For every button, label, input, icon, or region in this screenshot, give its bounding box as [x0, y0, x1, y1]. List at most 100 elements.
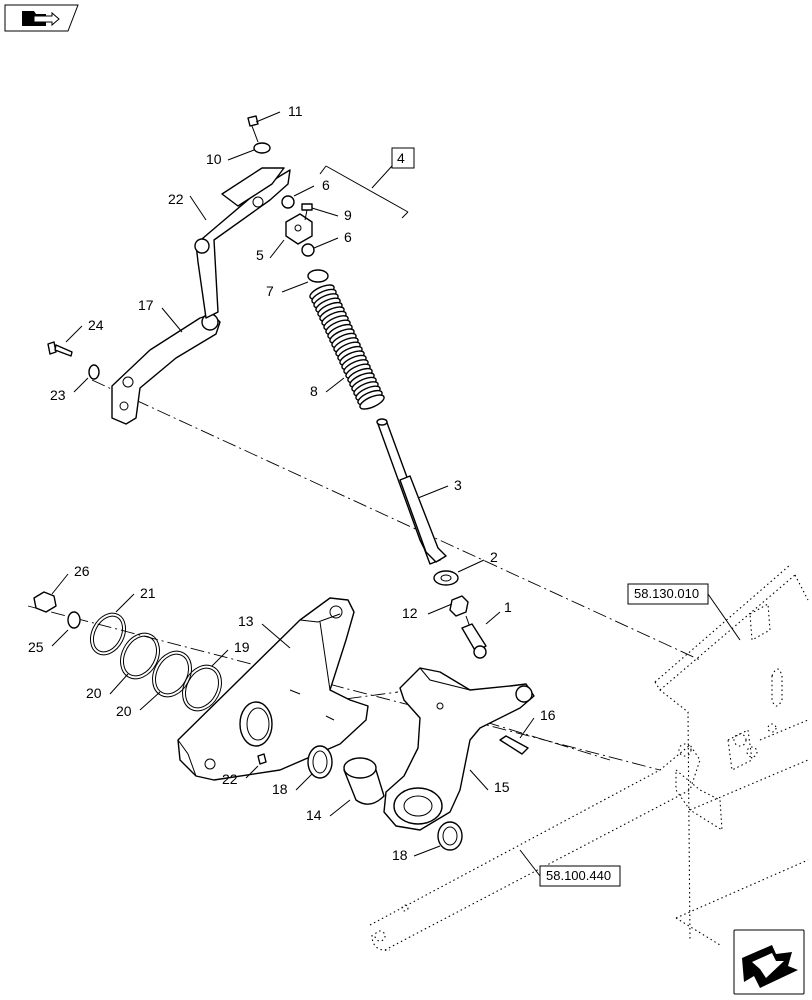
svg-text:15: 15: [494, 779, 510, 795]
callout-26: 26: [51, 563, 90, 595]
svg-text:20: 20: [86, 685, 102, 701]
svg-text:20: 20: [116, 703, 132, 719]
callout-20a: 20: [86, 673, 129, 701]
svg-text:8: 8: [310, 383, 318, 399]
svg-text:24: 24: [88, 317, 104, 333]
callout-1: 1: [504, 599, 512, 615]
callout-22b: 22: [222, 765, 259, 787]
callout-22a: 22: [168, 191, 207, 221]
svg-text:16: 16: [540, 707, 556, 723]
ref-58-130-010[interactable]: 58.130.010: [627, 583, 741, 641]
callout-10: 10: [206, 149, 255, 167]
part-18-bearing-left: [307, 745, 333, 779]
callout-9: 9: [311, 207, 352, 223]
svg-text:18: 18: [392, 847, 408, 863]
spring-coil: [359, 394, 385, 410]
callout-24: 24: [65, 317, 104, 343]
part-11-bolt: [247, 115, 259, 143]
group-4-box: [391, 147, 415, 169]
part-21-snap-ring: [89, 612, 127, 656]
part-25-washer: [67, 611, 81, 629]
part-17-lower-arm: [111, 313, 221, 425]
part-20-ring-a: [120, 632, 160, 680]
part-19-ring: [182, 664, 222, 712]
part-13-bracket: [177, 597, 369, 781]
frame-upper: [654, 564, 809, 941]
part-5-block: [285, 213, 313, 245]
group-4-label: 4: [397, 150, 405, 166]
part-1-eye-bolt: [461, 615, 487, 659]
svg-text:14: 14: [306, 807, 322, 823]
callout-6b: 6: [313, 229, 352, 249]
callout-20b: 20: [116, 691, 161, 719]
callout-17: 17: [138, 297, 183, 333]
callout-6a: 6: [293, 177, 330, 197]
callout-2: 2: [457, 549, 498, 573]
ref-58-100-440-label: 58.100.440: [546, 868, 611, 883]
svg-text:10: 10: [206, 151, 222, 167]
svg-text:22: 22: [168, 191, 184, 207]
part-22-bracket: [194, 167, 291, 319]
callout-19: 19: [211, 639, 250, 667]
part-18-bearing-right: [437, 821, 463, 851]
svg-text:21: 21: [140, 585, 156, 601]
part-12-nut: [449, 595, 469, 617]
callout-18b: 18: [392, 845, 441, 863]
svg-text:5: 5: [256, 247, 264, 263]
callout-23: 23: [50, 377, 89, 403]
part-8-spring: [309, 284, 385, 410]
svg-text:2: 2: [490, 549, 498, 565]
part-3-rod: [376, 418, 447, 565]
callout-12: 12: [402, 603, 453, 621]
callout-18a: 18: [272, 773, 313, 797]
part-22-pin: [257, 753, 267, 765]
group-4-bracket: [325, 165, 409, 213]
callout-11: [255, 111, 281, 123]
part-20-ring-b: [152, 650, 192, 698]
part-6-bushing-lower: [301, 243, 315, 257]
callout-8: 8: [310, 377, 345, 399]
svg-text:6: 6: [322, 177, 330, 193]
part-2-washer: [433, 570, 459, 586]
part-10-washer: [253, 142, 271, 154]
callout-16: 16: [519, 707, 556, 739]
svg-text:22: 22: [222, 771, 238, 787]
callout-11-label: 11: [288, 103, 303, 119]
part-16-pin: [499, 735, 529, 755]
ref-58-100-440[interactable]: 58.100.440: [519, 849, 621, 887]
svg-text:7: 7: [266, 283, 274, 299]
svg-text:3: 3: [454, 477, 462, 493]
callout-21: 21: [115, 585, 156, 613]
nav-next-button[interactable]: [733, 929, 805, 995]
part-23-washer: [88, 364, 100, 380]
part-14-bushing: [343, 757, 385, 805]
svg-text:9: 9: [344, 207, 352, 223]
svg-text:17: 17: [138, 297, 154, 313]
frame-lower: [369, 743, 809, 951]
callout-5: 5: [256, 239, 285, 263]
next-arrow-icon: [742, 945, 798, 988]
folder-arrow-icon: [22, 11, 60, 27]
part-24-bolt: [47, 341, 73, 357]
callout-14: 14: [306, 799, 351, 823]
svg-text:26: 26: [74, 563, 90, 579]
callout-15: 15: [469, 769, 510, 795]
svg-text:25: 25: [28, 639, 44, 655]
callout-13: 13: [238, 613, 291, 649]
ref-58-130-010-label: 58.130.010: [634, 586, 699, 601]
callout-25: 25: [28, 629, 69, 655]
part-7-washer: [307, 269, 329, 283]
part-9-screw: [301, 203, 313, 221]
svg-text:18: 18: [272, 781, 288, 797]
callout-3: 3: [417, 477, 462, 499]
svg-text:12: 12: [402, 605, 418, 621]
svg-text:19: 19: [234, 639, 250, 655]
svg-text:23: 23: [50, 387, 66, 403]
part-15-lever: [383, 667, 535, 831]
nav-back-tab[interactable]: [4, 4, 79, 32]
part-6-bushing-upper: [281, 195, 295, 209]
part-26-nut: [33, 591, 57, 613]
callout-7: 7: [266, 281, 309, 299]
svg-text:6: 6: [344, 229, 352, 245]
